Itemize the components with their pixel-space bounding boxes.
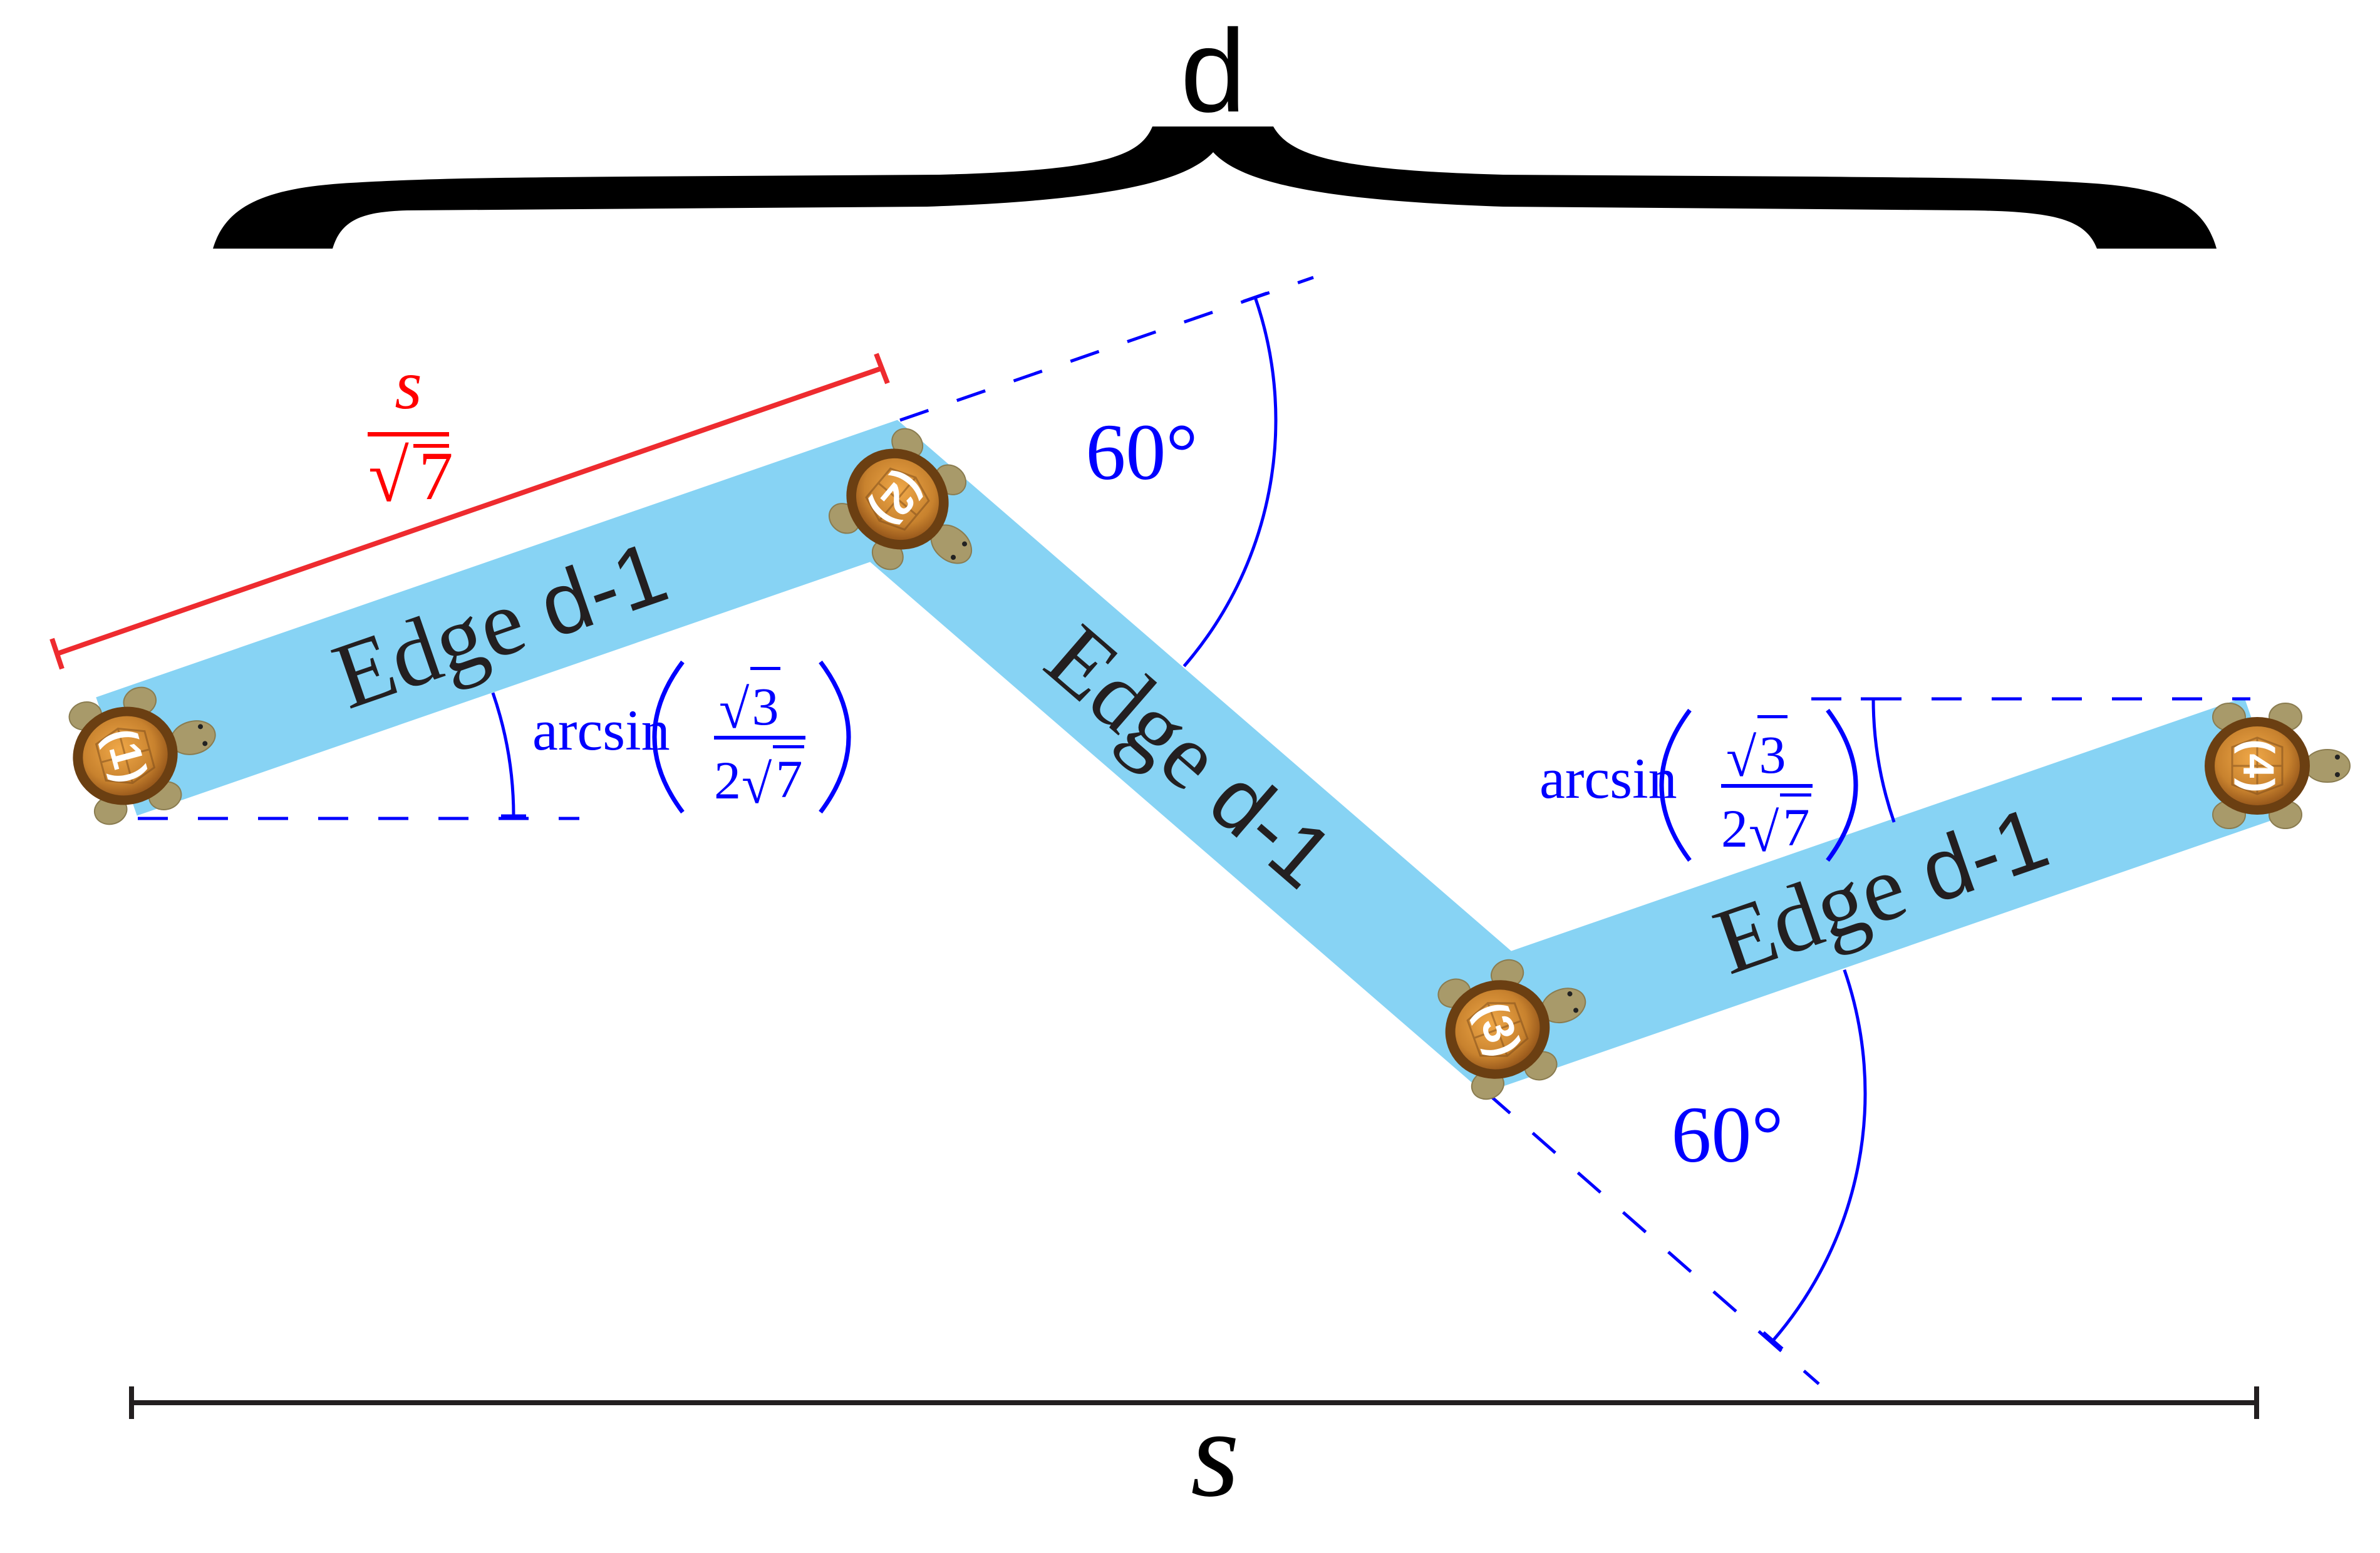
top-brace xyxy=(213,126,2217,249)
turtle-shell-pattern xyxy=(2231,736,2284,795)
turn-arc-top-tick xyxy=(1243,291,1268,303)
edge-length-radical: √ xyxy=(368,435,409,517)
turn-arc-top xyxy=(1182,296,1278,668)
arcsin-function-name: arcsin xyxy=(532,698,670,762)
incline-angle-label-right: arcsin√32√7 xyxy=(1539,708,1858,864)
numerator-radical: √ xyxy=(1726,728,1757,788)
edge-length-radical-bar xyxy=(413,444,449,448)
angle-label-60-top: 60° xyxy=(1085,408,1198,497)
dashed-edge-extension-bottom xyxy=(1486,1092,1820,1385)
turn-arc-bottom-tick xyxy=(1762,1331,1784,1350)
turtle-shell-pattern xyxy=(95,727,156,785)
turtle-eye xyxy=(198,724,204,730)
arcsin-function-name: arcsin xyxy=(1539,746,1677,810)
numerator-radical-bar xyxy=(1757,715,1788,718)
left-parenthesis xyxy=(1659,708,1692,862)
fraction-bar xyxy=(1721,784,1813,788)
turtles: (1) (2) (3) (4) xyxy=(68,428,2351,1100)
numerator-radical-bar xyxy=(750,667,780,670)
turtle-eye xyxy=(951,555,956,560)
turtle-shell-pattern xyxy=(865,467,930,531)
denominator-radical-bar xyxy=(1780,793,1811,797)
edge-band xyxy=(96,420,2285,1093)
numerator-radical: √ xyxy=(719,679,750,740)
right-parenthesis xyxy=(1826,708,1858,862)
denominator-radical: √ xyxy=(742,755,772,815)
edge-length-right-tick xyxy=(874,353,890,384)
edge-length-left-tick xyxy=(49,637,65,670)
turtle-3: (3) xyxy=(1437,959,1586,1100)
right-parenthesis xyxy=(819,660,851,814)
incline-angle-label-left: arcsin√32√7 xyxy=(532,660,851,815)
incline-arc-right xyxy=(1871,698,1896,823)
edge-label-2: Edge d-1 xyxy=(1027,605,1354,908)
turtle-number: (4) xyxy=(2234,739,2283,793)
width-label-s: s xyxy=(1191,1385,1239,1523)
fraction-bar xyxy=(714,736,805,740)
turtle-1: (1) xyxy=(68,686,216,825)
edge-length-marker xyxy=(49,353,890,670)
turtle-eye xyxy=(1573,1008,1579,1013)
numerator-value: 3 xyxy=(1759,725,1786,785)
brace-label-d: d xyxy=(1181,5,1246,137)
denominator-radical-bar xyxy=(773,745,804,748)
incline-arc-left xyxy=(491,692,515,817)
edge-label-1: Edge d-1 xyxy=(321,519,679,729)
edge-length-line xyxy=(56,366,883,656)
denominator-radical: √ xyxy=(1749,803,1779,864)
turtle-eye xyxy=(2335,755,2340,760)
denominator-coefficient: 2 xyxy=(714,750,741,810)
edge-length-label: s √ 7 xyxy=(368,346,453,517)
width-dimension xyxy=(129,1386,2259,1419)
denominator-value: 7 xyxy=(1783,797,1810,857)
turtle-eye xyxy=(962,541,968,547)
left-parenthesis xyxy=(652,660,685,814)
edge-label-text: Edge d-1 xyxy=(321,519,679,729)
denominator-coefficient: 2 xyxy=(1721,798,1748,859)
edge-length-fraction-bar xyxy=(368,432,449,436)
turtle-shell-pattern xyxy=(1466,1002,1529,1057)
turtle-head xyxy=(2304,749,2351,783)
numerator-value: 3 xyxy=(752,676,779,736)
turtle-eye xyxy=(2335,772,2340,777)
edge-length-numerator: s xyxy=(395,346,422,424)
turtle-eye xyxy=(202,741,208,746)
brace-shape xyxy=(213,126,2217,249)
edge-length-denominator: 7 xyxy=(419,438,453,514)
turn-arc-bottom xyxy=(1771,969,1867,1342)
angle-label-60-bottom: 60° xyxy=(1671,1090,1783,1179)
denominator-value: 7 xyxy=(776,749,803,809)
turtle-2: (2) xyxy=(828,428,973,570)
turtle-4: (4) xyxy=(2205,703,2351,829)
edge-label-text: Edge d-1 xyxy=(1027,605,1354,908)
turtle-eye xyxy=(1567,991,1573,997)
angle-annotations xyxy=(138,276,2250,1385)
